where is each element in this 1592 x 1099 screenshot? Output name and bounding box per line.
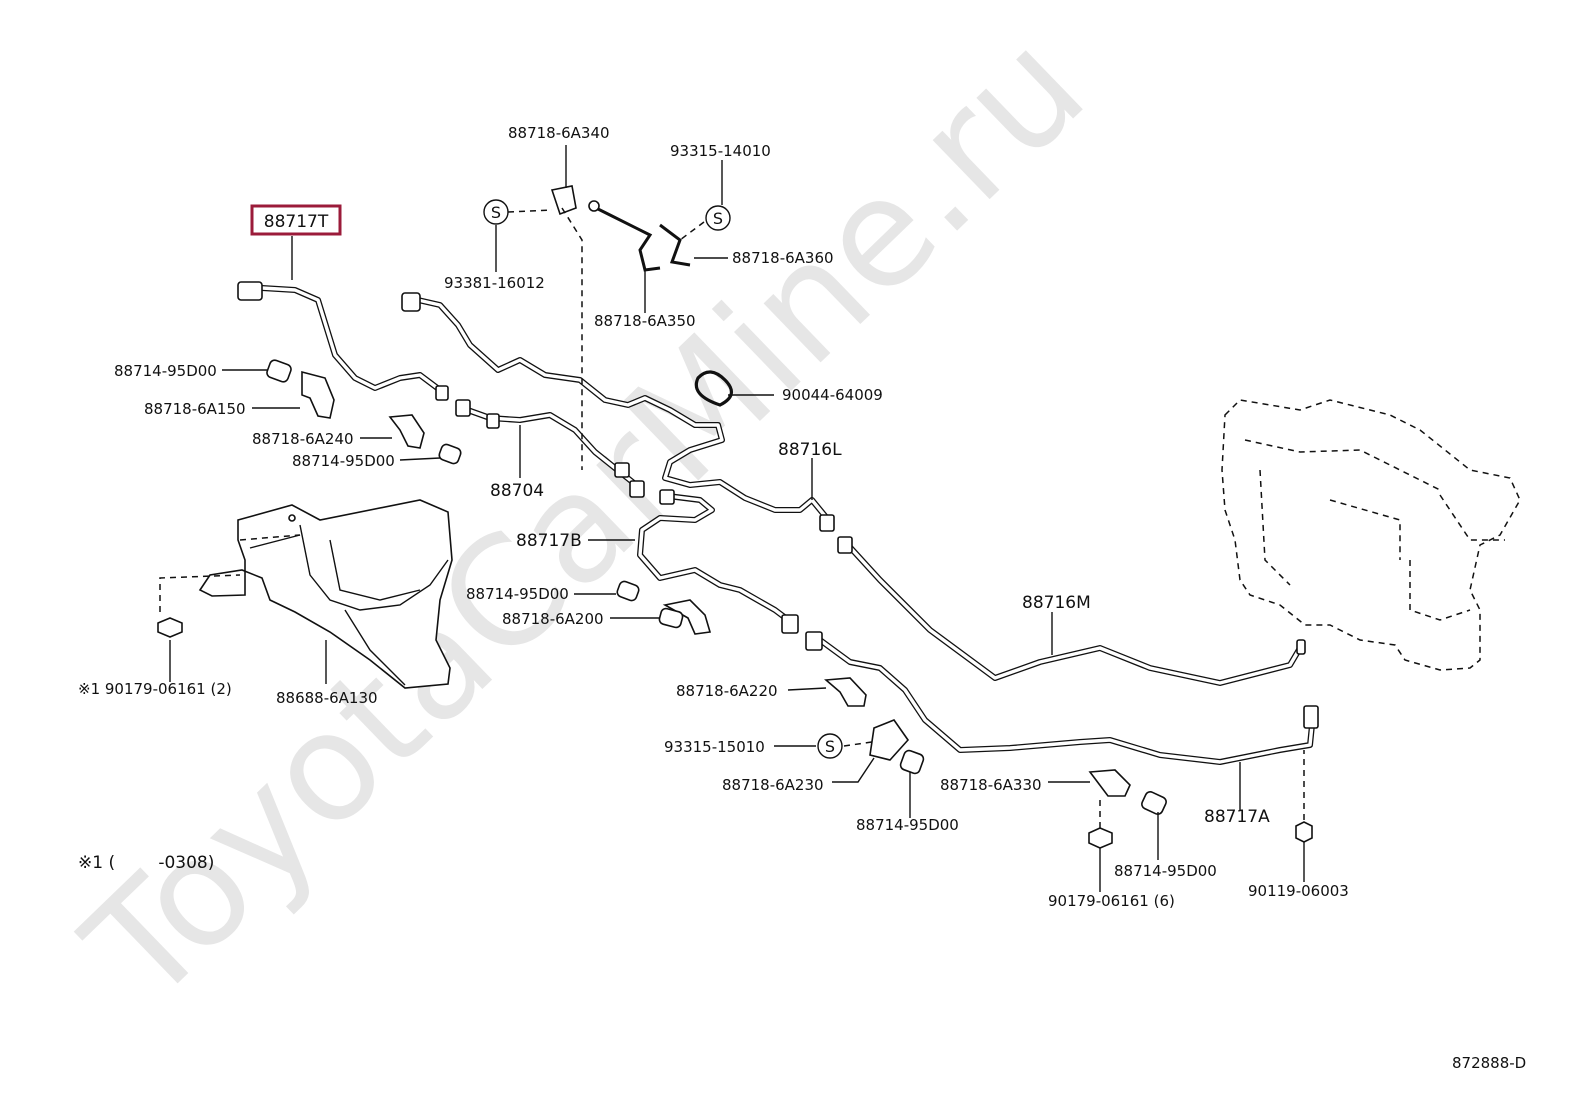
highlighted-part-label[interactable]: 88717T (264, 212, 329, 232)
highlighted-part[interactable]: 88717T (250, 204, 342, 236)
svg-text:S: S (713, 209, 723, 228)
svg-text:S: S (825, 737, 835, 756)
label-90044-64009[interactable]: 90044-64009 (782, 386, 883, 404)
label-88718-6A340[interactable]: 88718-6A340 (508, 124, 610, 142)
fittings (157, 185, 1319, 849)
screw-symbol-93381: S (483, 199, 509, 225)
watermark: ToyotaCarMine.ru (53, 0, 1117, 1036)
label-88714-95D00-a[interactable]: 88714-95D00 (114, 362, 217, 380)
label-88718-6A330[interactable]: 88718-6A330 (940, 776, 1042, 794)
label-93315-14010[interactable]: 93315-14010 (670, 142, 771, 160)
label-88717A[interactable]: 88717A (1204, 807, 1270, 827)
label-88718-6A360[interactable]: 88718-6A360 (732, 249, 834, 267)
label-88714-95D00-b[interactable]: 88714-95D00 (292, 452, 395, 470)
washer-tank (198, 499, 453, 689)
label-88717B[interactable]: 88717B (516, 531, 582, 551)
label-88718-6A230[interactable]: 88718-6A230 (722, 776, 824, 794)
diagram-code: 872888-D (1452, 1054, 1526, 1072)
screw-symbols: S S S (483, 199, 843, 759)
label-88718-6A350[interactable]: 88718-6A350 (594, 312, 696, 330)
label-88718-6A240[interactable]: 88718-6A240 (252, 430, 354, 448)
label-88714-95D00-c[interactable]: 88714-95D00 (466, 585, 569, 603)
label-88716L[interactable]: 88716L (778, 440, 842, 460)
label-88714-95D00-e[interactable]: 88714-95D00 (1114, 862, 1217, 880)
dashed-leaders (159, 207, 1305, 828)
label-88718-6A200[interactable]: 88718-6A200 (502, 610, 604, 628)
screw-symbol-93315-15010: S (817, 733, 843, 759)
screw-symbol-93315-14010: S (705, 205, 731, 231)
label-88718-6A150[interactable]: 88718-6A150 (144, 400, 246, 418)
label-90179-06161-2[interactable]: ※1 90179-06161 (2) (78, 680, 232, 698)
label-90119-06003[interactable]: 90119-06003 (1248, 882, 1349, 900)
label-93381-16012[interactable]: 93381-16012 (444, 274, 545, 292)
label-88688-6A130[interactable]: 88688-6A130 (276, 689, 378, 707)
label-90179-06161-6[interactable]: 90179-06161 (6) (1048, 892, 1175, 910)
label-88704[interactable]: 88704 (490, 481, 544, 501)
part-labels: 88718-6A340 93315-14010 88718-6A360 9338… (78, 124, 1349, 910)
label-88716M[interactable]: 88716M (1022, 593, 1091, 613)
svg-text:S: S (491, 203, 501, 222)
leader-lines (169, 145, 1305, 892)
engine-outline (1221, 399, 1521, 671)
label-88718-6A220[interactable]: 88718-6A220 (676, 682, 778, 700)
applicability-note: ※1 ( -0308) (78, 853, 214, 873)
label-93315-15010[interactable]: 93315-15010 (664, 738, 765, 756)
label-88714-95D00-d[interactable]: 88714-95D00 (856, 816, 959, 834)
